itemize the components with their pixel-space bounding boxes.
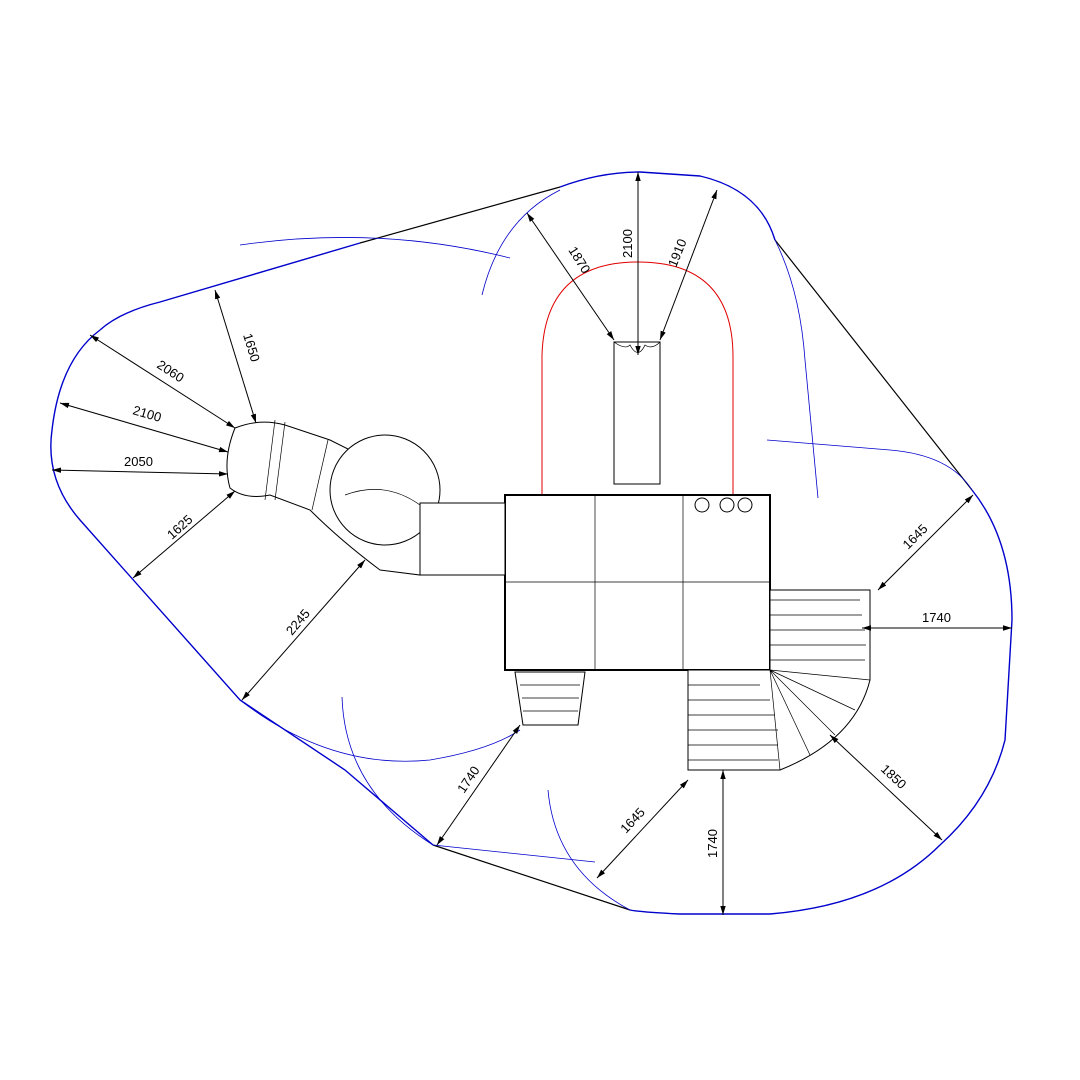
dim-top-center: 2100 <box>620 229 635 258</box>
dim-bottom-left: 1740 <box>454 763 483 795</box>
dim-left-2: 2060 <box>154 357 186 385</box>
dim-top-right: 1910 <box>665 237 690 269</box>
dim-left-3: 2100 <box>131 402 163 424</box>
dim-right-horizontal: 1740 <box>922 610 951 625</box>
dim-left-1: 1650 <box>240 331 263 363</box>
dim-left-lower: 2245 <box>283 606 313 638</box>
dim-bottom-mid: 1645 <box>617 805 648 836</box>
straight-slide <box>613 341 661 485</box>
safety-zone-outline <box>50 171 1013 915</box>
dim-bottom-right: 1850 <box>878 761 909 792</box>
dim-bottom-vertical: 1740 <box>705 829 720 858</box>
deck-platforms <box>504 494 771 671</box>
dim-left-4: 2050 <box>124 454 153 469</box>
equipment <box>226 341 871 771</box>
dim-right-upper: 1645 <box>900 521 931 552</box>
dimension-lines <box>51 172 1012 915</box>
